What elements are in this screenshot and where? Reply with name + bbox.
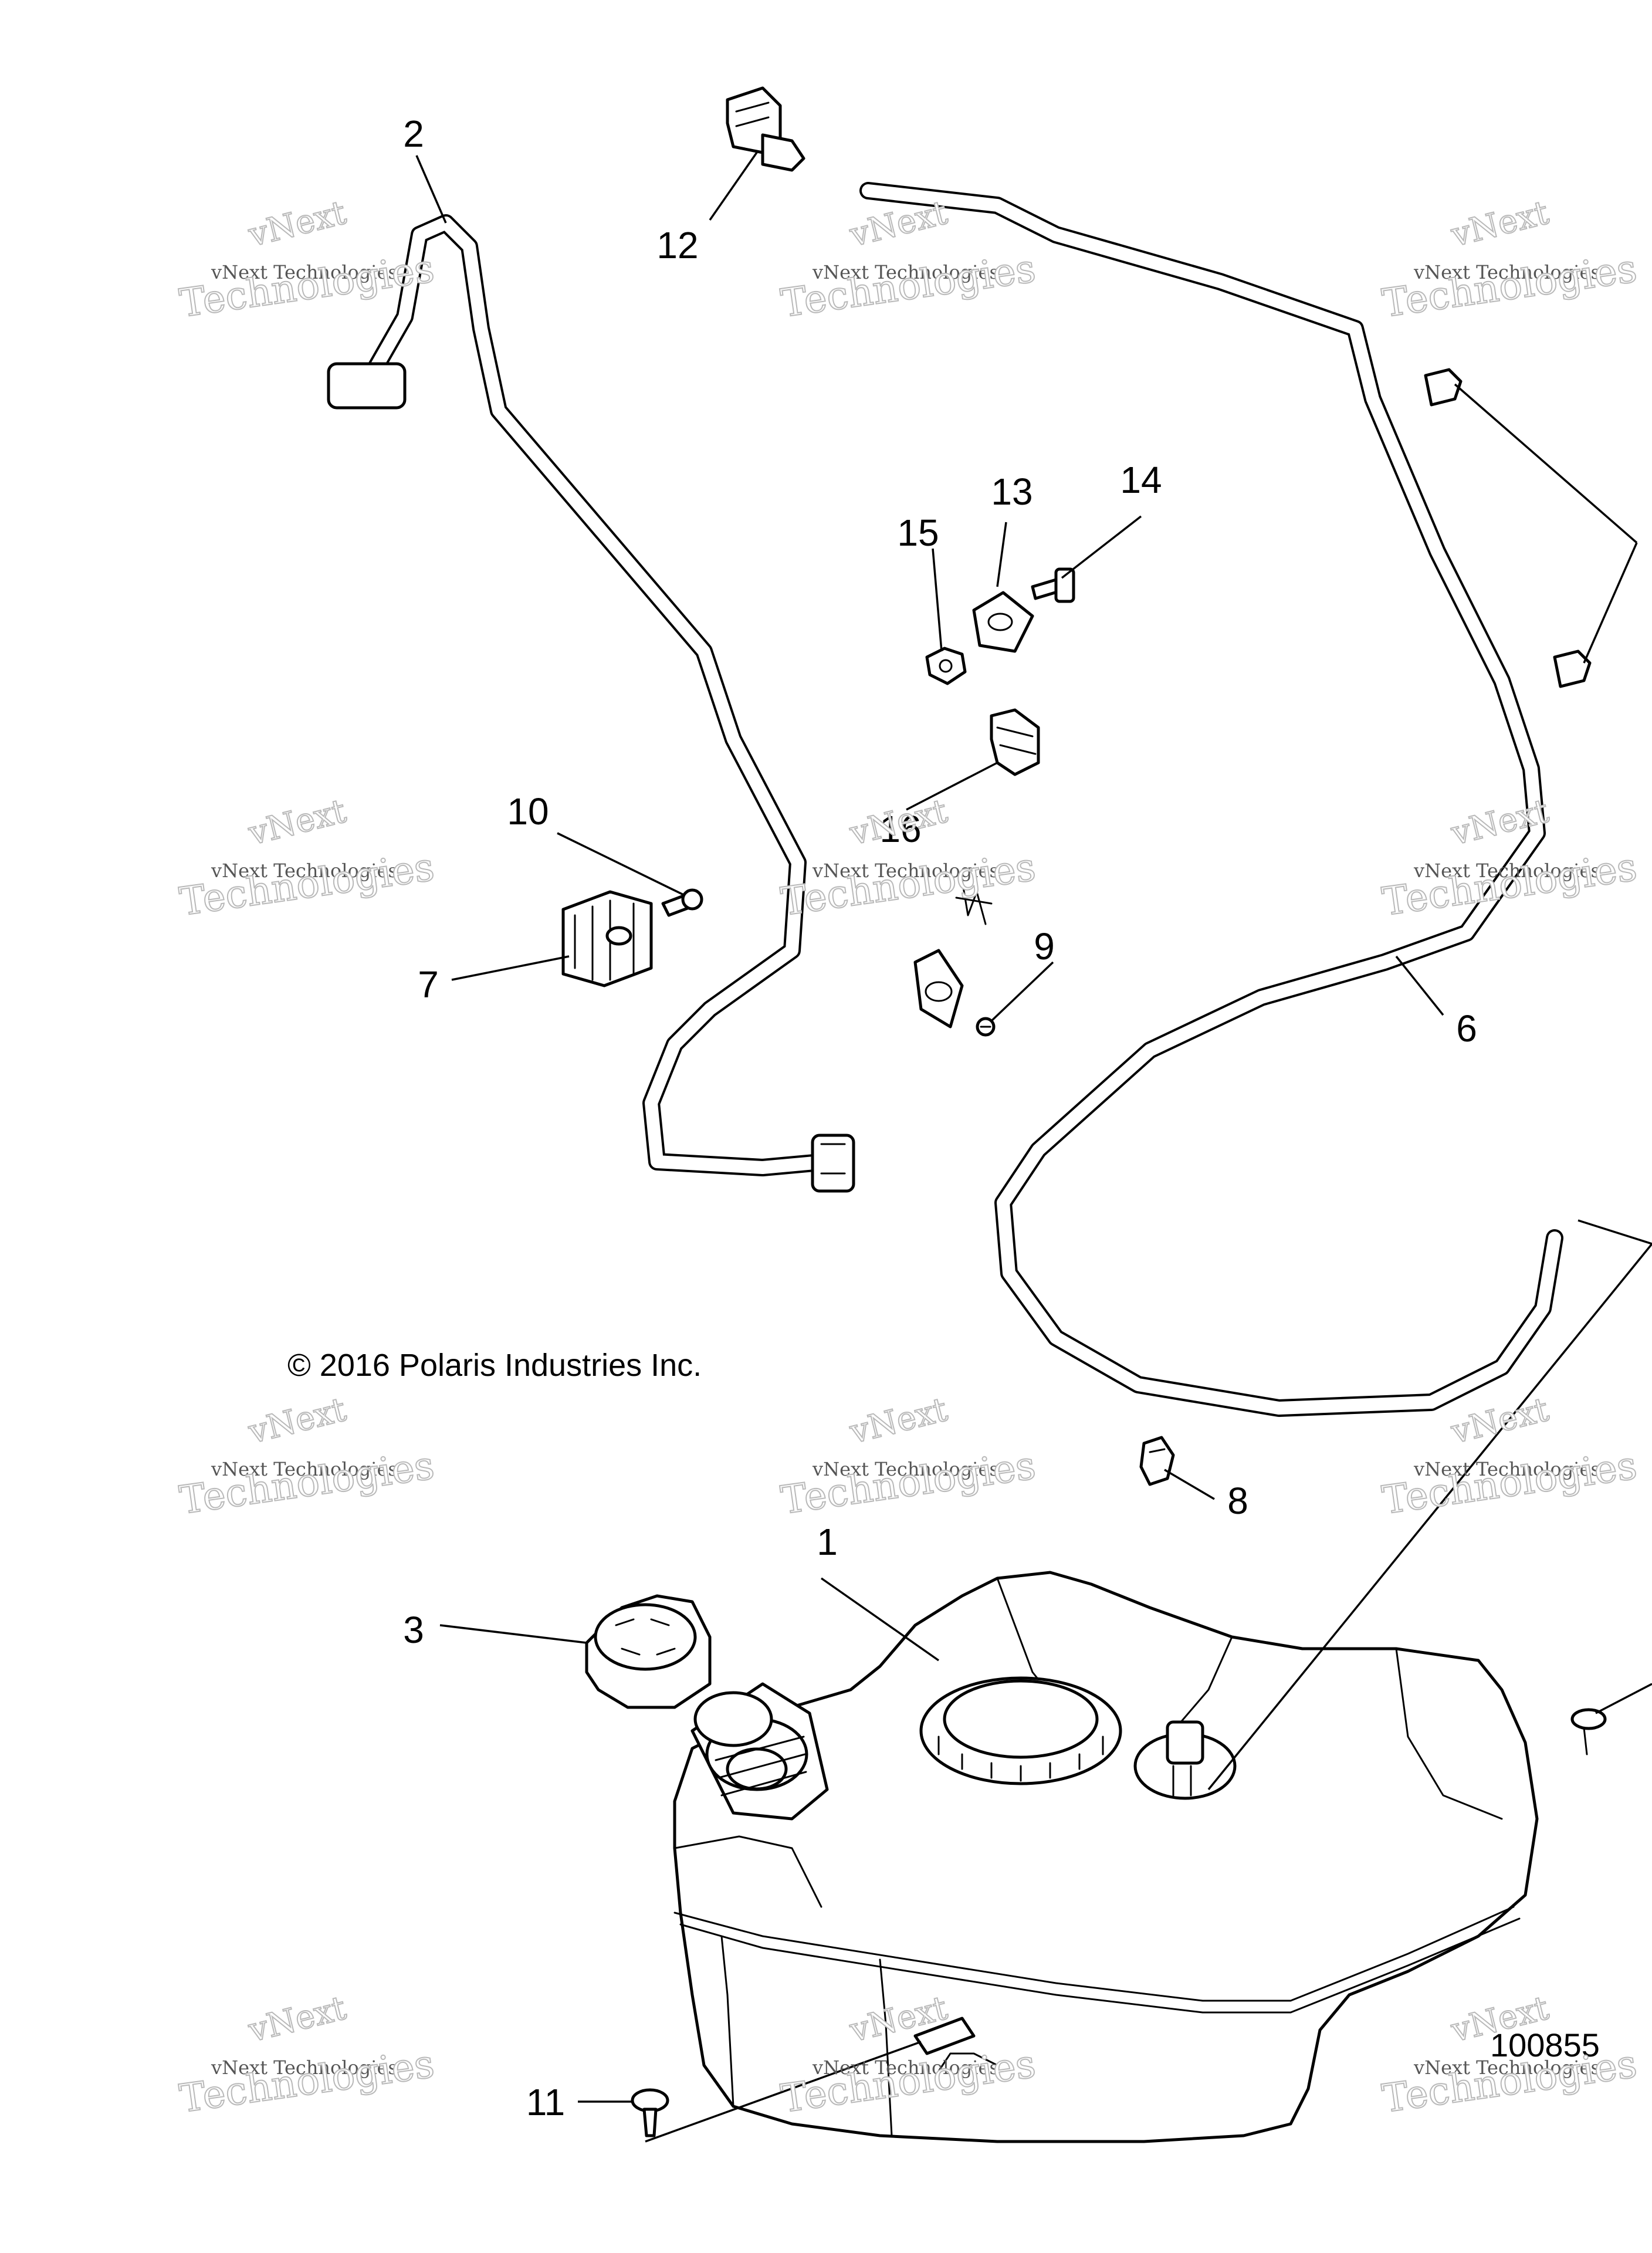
watermark-text: Technologies [1380, 246, 1640, 326]
callout-3: 3 [403, 1609, 424, 1651]
screw [976, 1017, 996, 1037]
watermark-text: Technologies [177, 2041, 437, 2122]
watermark-text: vNext Technologies [211, 2056, 398, 2079]
watermark-text: vNext [245, 194, 350, 255]
watermark-text: vNext Technologies [1413, 1458, 1600, 1480]
watermark-text: vNext Technologies [211, 1458, 398, 1480]
watermark-text: Technologies [778, 246, 1038, 326]
callout-6: 6 [1456, 1007, 1477, 1050]
callout-7: 7 [418, 963, 439, 1006]
callout-16: 16 [879, 808, 921, 850]
watermark-text: vNext Technologies [812, 261, 999, 283]
leader-lines [415, 152, 1652, 2143]
watermark-text: Technologies [778, 844, 1038, 925]
watermark-text: vNext Technologies [812, 860, 999, 882]
fuel-tank [673, 1571, 1539, 2143]
diagram-code: 100855 [1490, 2027, 1600, 2063]
clip-tab [955, 879, 993, 925]
watermark-text: vNext Technologies [1413, 261, 1600, 283]
copyright-notice: © 2016 Polaris Industries Inc. [287, 1348, 702, 1383]
watermark-text: vNext [846, 1391, 952, 1452]
watermark-text: vNext [245, 792, 350, 853]
watermark-text: vNext Technologies [211, 261, 398, 283]
watermark-text: vNext Technologies [1413, 2056, 1600, 2079]
callout-10: 10 [507, 790, 549, 833]
watermark-text: vNext [1447, 194, 1553, 255]
push-clip [1139, 1436, 1175, 1486]
line-clip [561, 890, 653, 987]
watermark-text: vNext Technologies [1413, 860, 1600, 882]
watermark-text: Technologies [177, 844, 437, 925]
vent-connector [726, 86, 805, 172]
pin [661, 888, 703, 917]
watermark-text: Technologies [1380, 844, 1640, 925]
push-rivet-right [1570, 1708, 1607, 1755]
vent-line-left [327, 214, 855, 1193]
hose-clip [990, 708, 1040, 776]
push-rivet [631, 2088, 669, 2137]
callout-11: 11 [526, 2081, 565, 2123]
watermark-text: vNext [1447, 1391, 1553, 1452]
watermark-text: vNext Technologies [812, 1458, 999, 1480]
fuel-cap [585, 1594, 712, 1709]
callout-12: 12 [656, 224, 698, 266]
watermark-text: vNext Technologies [211, 860, 398, 882]
watermark-text: Technologies [778, 1443, 1038, 1523]
callout-labels: 2 12 13 14 15 16 10 7 9 6 8 1 3 11 [403, 113, 1477, 2123]
callout-15: 15 [897, 512, 939, 554]
callout-1: 1 [817, 1521, 838, 1563]
watermark-text: Technologies [1380, 1443, 1640, 1523]
p-clamp-lower [913, 949, 964, 1029]
watermark-text: vNext [245, 1989, 350, 2050]
watermark-text: vNext [245, 1391, 350, 1452]
push-clip-upper-b [1553, 649, 1592, 688]
callout-14: 14 [1120, 459, 1162, 501]
watermark-text: Technologies [177, 1443, 437, 1523]
vent-line-right [859, 182, 1563, 1417]
callout-9: 9 [1034, 925, 1055, 967]
bolt [1031, 567, 1075, 603]
push-clip-upper-a [1424, 368, 1463, 407]
nut [925, 647, 967, 685]
callout-2: 2 [403, 113, 424, 155]
p-clamp [972, 591, 1034, 653]
watermark-text: vNext Technologies [812, 2056, 999, 2079]
callout-8: 8 [1227, 1480, 1248, 1522]
callout-13: 13 [991, 471, 1032, 513]
